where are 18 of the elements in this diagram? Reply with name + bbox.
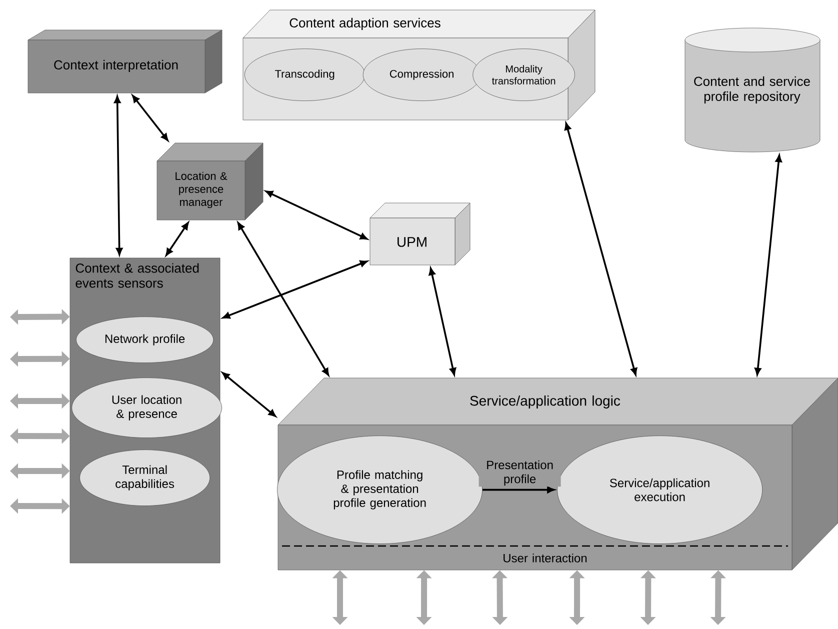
arrow (564, 122, 638, 376)
arrow (482, 486, 554, 494)
arrow (132, 95, 168, 141)
arrow (237, 222, 330, 376)
block: Location & presence manager (156, 142, 264, 220)
block: Context interpretation (28, 30, 222, 94)
arrow (114, 96, 123, 256)
arrow (166, 222, 189, 256)
arrow (754, 154, 782, 376)
arrow (222, 372, 276, 417)
edge-label: Presentation profile (478, 459, 561, 487)
node-label: Service/application logic (470, 395, 620, 409)
node-label: Content adaption services (290, 18, 440, 30)
arrow (428, 268, 456, 376)
cylinder: Content and service profile repository (684, 28, 820, 152)
arrow (222, 260, 368, 319)
arrow (265, 190, 368, 240)
block: UPM (370, 202, 470, 266)
